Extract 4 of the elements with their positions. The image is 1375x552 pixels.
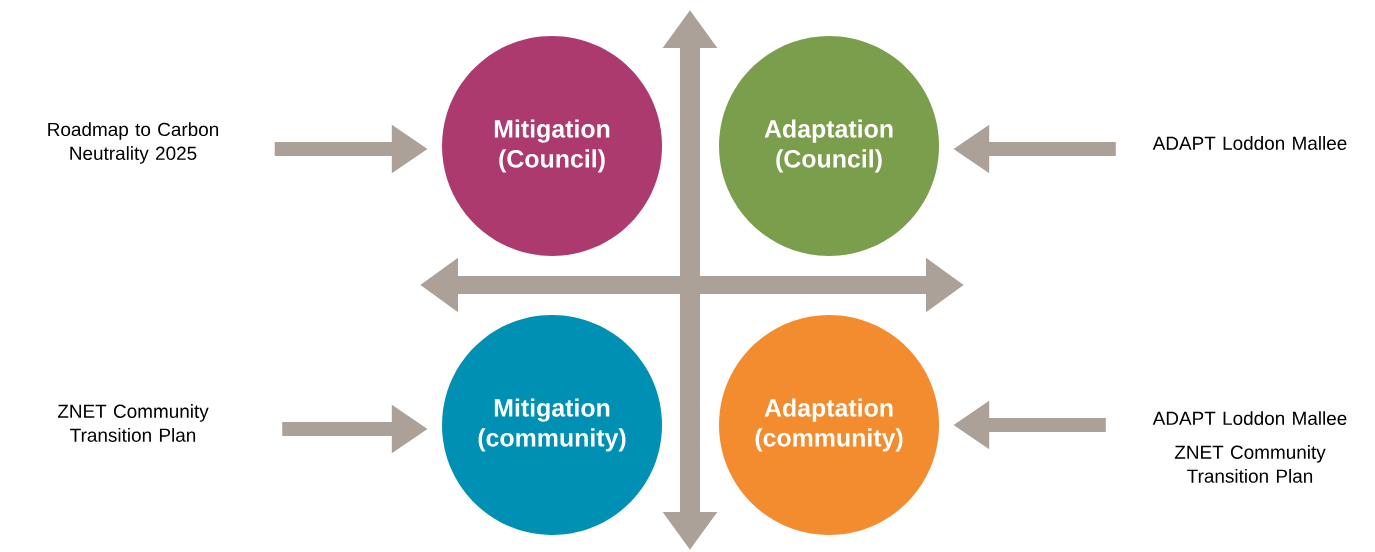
text-label: ADAPT Loddon Mallee ZNET Community Transition Plan — [1152, 411, 1347, 483]
text-label: Roadmap to Carbon Neutrality 2025 — [48, 122, 218, 164]
text-label: ZNET Community Transition Plan — [57, 404, 209, 442]
text-label: ADAPT Loddon Mallee — [1152, 136, 1347, 150]
